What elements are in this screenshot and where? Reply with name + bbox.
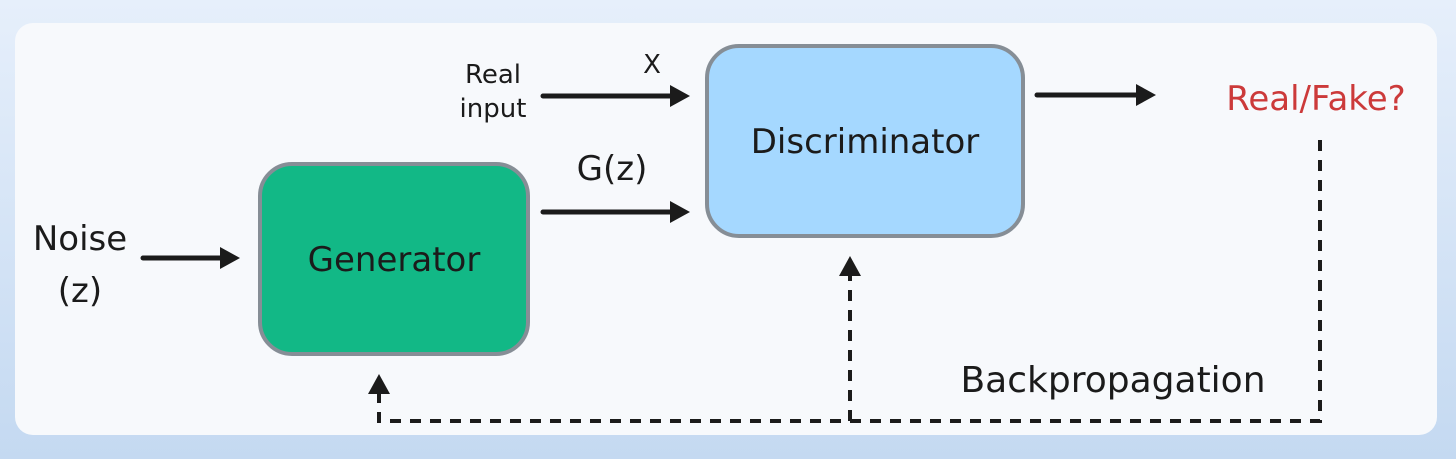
backprop-dashed-path bbox=[377, 140, 1322, 423]
edge-generator-to-discriminator bbox=[540, 201, 690, 223]
output-label: Real/Fake? bbox=[1226, 79, 1405, 119]
arrowhead bbox=[670, 85, 690, 107]
generator-node: Generator bbox=[258, 162, 530, 356]
arrowhead bbox=[1136, 84, 1156, 106]
backprop-generator-arrowhead bbox=[368, 374, 390, 394]
discriminator-node: Discriminator bbox=[705, 44, 1025, 238]
generator-label: Generator bbox=[308, 240, 481, 280]
generator-box bbox=[258, 162, 530, 356]
noise-z-label: (z) bbox=[58, 271, 102, 311]
arrowhead bbox=[220, 247, 240, 269]
discriminator-label: Discriminator bbox=[751, 122, 980, 162]
edge-discriminator-to-output bbox=[1034, 84, 1156, 106]
noise-label: Noise bbox=[33, 219, 127, 259]
backpropagation-label: Backpropagation bbox=[960, 360, 1265, 401]
arrowhead bbox=[670, 201, 690, 223]
backprop-discriminator-arrowhead bbox=[839, 256, 861, 276]
edge-backpropagation bbox=[368, 140, 1322, 423]
edge-noise-to-generator bbox=[140, 247, 240, 269]
real-input-label-line1: Real bbox=[465, 60, 521, 90]
x-label: X bbox=[643, 50, 661, 80]
gz-label: G(z) bbox=[577, 149, 648, 189]
edge-real-input-to-discriminator bbox=[540, 85, 690, 107]
discriminator-box bbox=[705, 44, 1025, 238]
real-input-label-line2: input bbox=[460, 94, 527, 124]
